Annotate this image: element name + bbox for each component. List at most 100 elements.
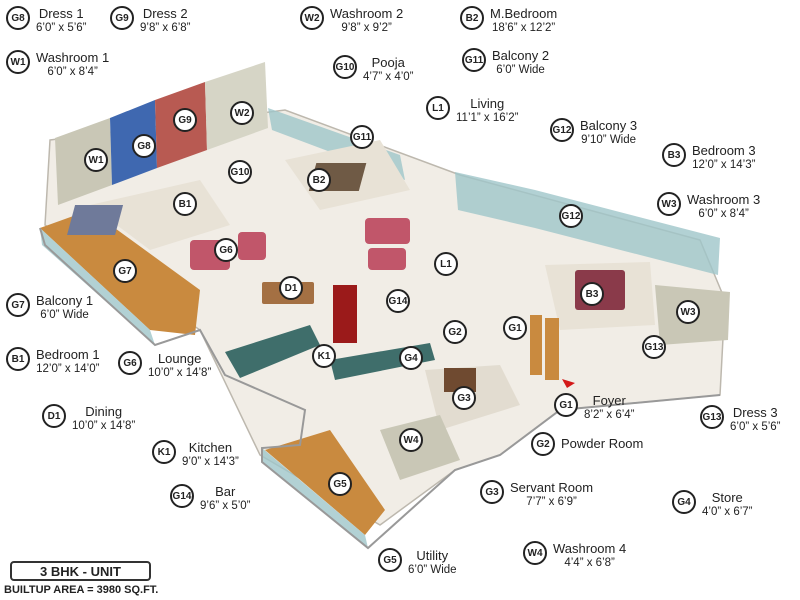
entry-arrow [562,379,575,388]
plan-mark-g14: G14 [386,289,410,313]
legend-g2: G2 Powder Room [531,432,643,456]
legend-g12: G12 Balcony 3 9’10” Wide [550,118,637,148]
room-dimensions: 9’6” x 5’0” [200,500,251,512]
legend-g4: G4 Store 4’0” x 6’7” [672,490,753,520]
plan-mark-g8: G8 [132,134,156,158]
legend-badge: W1 [6,50,30,74]
legend-badge: G7 [6,293,30,317]
legend-badge: G9 [110,6,134,30]
plan-mark-g11: G11 [350,125,374,149]
legend-badge: G1 [554,393,578,417]
room-dimensions: 10’0” x 14’8” [148,367,212,379]
legend-badge: W3 [657,192,681,216]
legend-g10: G10 Pooja 4’7” x 4’0” [333,55,414,85]
builtup-area: BUILTUP AREA = 3980 SQ.FT. [4,584,159,596]
legend-w2: W2 Washroom 2 9’8” x 9’2” [300,6,403,36]
room-name: Dress 2 [142,6,188,21]
fridge [333,285,357,343]
plan-mark-d1: D1 [279,276,303,300]
room-dimensions: 9’10” Wide [581,134,637,146]
plan-mark-w2: W2 [230,101,254,125]
room-name: Kitchen [188,440,233,455]
legend-badge: G5 [378,548,402,572]
legend-b1: B1 Bedroom 1 12’0” x 14’0” [6,347,100,377]
plan-mark-b1: B1 [173,192,197,216]
room-dimensions: 6’0” x 8’4” [698,208,749,220]
room-dimensions: 12’0” x 14’0” [36,363,100,375]
room-name: Bedroom 3 [692,143,756,158]
legend-g13: G13 Dress 3 6’0” x 5’6” [700,405,781,435]
legend-b3: B3 Bedroom 3 12’0” x 14’3” [662,143,756,173]
room-name: Washroom 2 [330,6,404,21]
unit-type-label: 3 BHK - UNIT [10,561,151,581]
plan-mark-l1: L1 [434,252,458,276]
legend-w3: W3 Washroom 3 6’0” x 8’4” [657,192,760,222]
legend-k1: K1 Kitchen 9’0” x 14’3” [152,440,239,470]
room-name: Powder Room [561,436,644,451]
room-dimensions: 6’0” x 5’6” [36,22,87,34]
room-name: Pooja [371,55,405,70]
room-name: Balcony 3 [580,118,638,133]
plan-mark-g4: G4 [399,346,423,370]
legend-badge: G11 [462,48,486,72]
legend-badge: K1 [152,440,176,464]
room-dimensions: 9’8” x 9’2” [341,22,392,34]
room-name: Balcony 2 [492,48,550,63]
room-name: Washroom 1 [36,50,110,65]
balcony-3-glass [455,172,720,275]
room-name: Utility [416,548,449,563]
room-name: Store [711,490,743,505]
room-name: Lounge [157,351,202,366]
room-dimensions: 8’2” x 6’4” [584,409,635,421]
plan-mark-w4: W4 [399,428,423,452]
room-dimensions: 11’1” x 16’2” [456,112,519,124]
legend-g14: G14 Bar 9’6” x 5’0” [170,484,251,514]
foyer-door [530,315,542,375]
utility-glass [262,448,368,548]
room-name: Dining [85,404,123,419]
legend-badge: G13 [700,405,724,429]
bedroom-1-bed [67,205,124,235]
living-sofa [365,218,410,244]
room-name: Dress 1 [38,6,84,21]
legend-badge: G6 [118,351,142,375]
room-name: Bedroom 1 [36,347,100,362]
legend-badge: L1 [426,96,450,120]
legend-w4: W4 Washroom 4 4’4” x 6’8” [523,541,626,571]
main-door [545,318,559,380]
plan-mark-g6: G6 [214,238,238,262]
legend-d1: D1 Dining 10’0” x 14’8” [42,404,135,434]
plan-mark-g3: G3 [452,386,476,410]
kitchen-counter [225,325,320,378]
legend-g6: G6 Lounge 10’0” x 14’8” [118,351,211,381]
washroom-1-wall [55,118,112,205]
room-name: M.Bedroom [490,6,558,21]
room-name: Foyer [592,393,626,408]
plan-mark-g13: G13 [642,335,666,359]
plan-mark-b2: B2 [307,168,331,192]
room-name: Washroom 3 [687,192,761,207]
room-dimensions: 9’8” x 6’8” [140,22,191,34]
room-name: Bar [215,484,236,499]
legend-badge: G10 [333,55,357,79]
room-dimensions: 6’0” x 8’4” [47,66,98,78]
plan-mark-b3: B3 [580,282,604,306]
room-dimensions: 10’0” x 14’8” [72,420,136,432]
legend-l1: L1 Living 11’1” x 16’2” [426,96,518,126]
room-dimensions: 4’4” x 6’8” [564,557,615,569]
legend-g7: G7 Balcony 1 6’0” Wide [6,293,93,323]
legend-w1: W1 Washroom 1 6’0” x 8’4” [6,50,109,80]
legend-badge: G2 [531,432,555,456]
legend-g1: G1 Foyer 8’2” x 6’4” [554,393,635,423]
balcony-1-glass [40,228,155,345]
front-walls [39,227,721,550]
legend-badge: W2 [300,6,324,30]
room-dimensions: 6’0” Wide [408,564,457,576]
plan-mark-g10: G10 [228,160,252,184]
legend-g3: G3 Servant Room 7’7” x 6’9” [480,480,593,510]
room-name: Washroom 4 [553,541,627,556]
plan-mark-w1: W1 [84,148,108,172]
lounge-sofa-2 [238,232,266,260]
room-name: Servant Room [510,480,594,495]
legend-badge: G4 [672,490,696,514]
